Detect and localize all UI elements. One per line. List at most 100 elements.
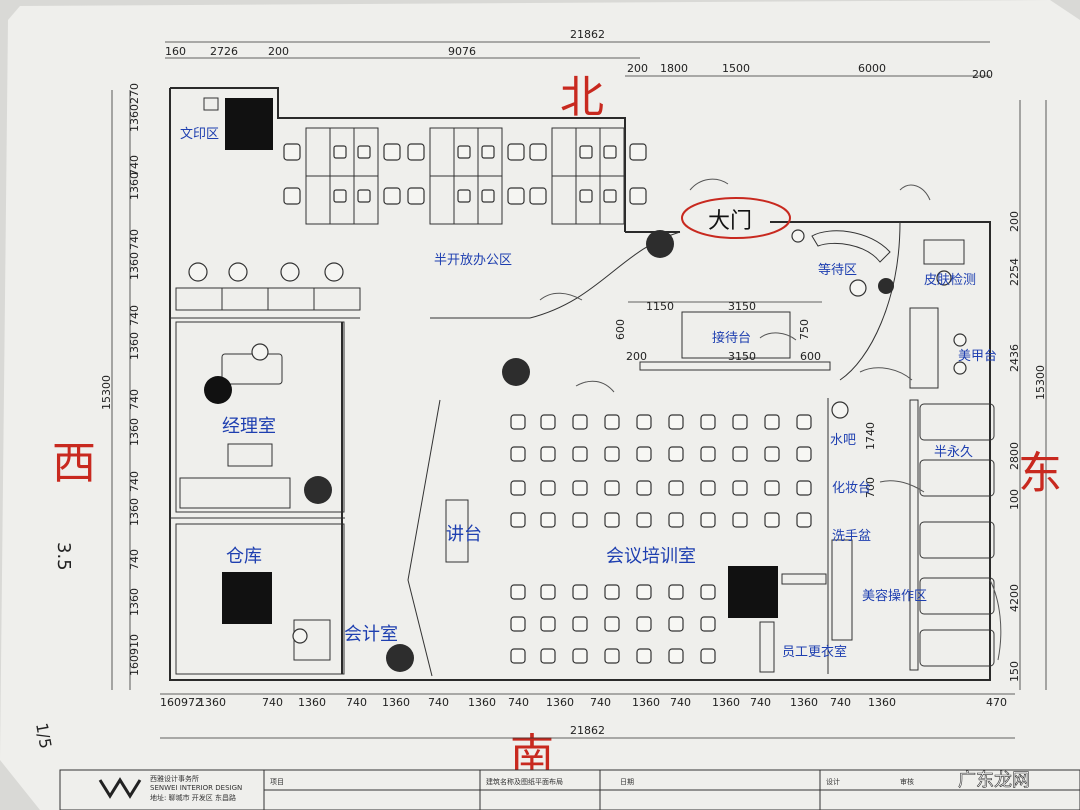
meeting-seat: [732, 414, 748, 430]
label-print-area: 文印区: [180, 127, 219, 142]
office-chair: [603, 189, 617, 203]
meeting-seat: [604, 648, 620, 664]
label-manager-office: 经理室: [222, 416, 276, 437]
meeting-seat: [764, 446, 780, 462]
meeting-seat: [636, 648, 652, 664]
meeting-seat: [796, 480, 812, 496]
beauty-bed: [919, 629, 995, 667]
reception-dim-bottom-3: 600: [800, 350, 821, 363]
locker-lines: [759, 539, 853, 673]
bottom-dim: 1360: [632, 696, 660, 709]
meeting-seat: [636, 584, 652, 600]
office-chair: [507, 143, 525, 161]
meeting-seat: [668, 414, 684, 430]
left-dim: 1360: [128, 104, 141, 132]
reception-dim-bottom-2: 3150: [728, 350, 756, 363]
beauty-beds: [919, 403, 995, 667]
meeting-seat: [668, 446, 684, 462]
office-chair: [529, 143, 547, 161]
nail-table: [953, 333, 967, 375]
meeting-seat: [510, 616, 526, 632]
bottom-total-dim: 21862: [570, 724, 605, 737]
right-dim-5: 100: [1008, 489, 1021, 510]
meeting-seat: [572, 512, 588, 528]
meeting-seat: [700, 446, 716, 462]
plant-reception: [502, 358, 530, 386]
meeting-seat: [604, 616, 620, 632]
meeting-seat: [540, 616, 556, 632]
meeting-seat: [668, 512, 684, 528]
label-water-bar: 水吧: [830, 433, 856, 448]
office-chair: [357, 189, 371, 203]
meeting-seat: [636, 616, 652, 632]
reception-dim-left: 600: [614, 319, 627, 340]
firm-name-cn: 西雅设计事务所: [150, 774, 199, 783]
direction-east: 东: [1018, 448, 1062, 499]
bottom-dim: 740: [346, 696, 367, 709]
meeting-seat: [668, 648, 684, 664]
meeting-seat: [604, 446, 620, 462]
water-bar-dim: 1740: [864, 422, 877, 450]
reception-desk: 1150 3150 200 3150 600 600 750: [614, 300, 831, 371]
right-dim-7: 150: [1008, 661, 1021, 682]
bottom-dim: 740: [670, 696, 691, 709]
top-dim-2: 2726: [210, 45, 238, 58]
title-cell-project: 项目: [270, 778, 284, 786]
office-chair: [507, 187, 525, 205]
meeting-seat: [540, 648, 556, 664]
office-chair: [357, 145, 371, 159]
meeting-seat: [510, 446, 526, 462]
beauty-bed: [919, 521, 995, 559]
bottom-dim: 740: [590, 696, 611, 709]
meeting-seat: [732, 480, 748, 496]
top-dim-4: 9076: [448, 45, 476, 58]
left-total-dim: 15300: [100, 375, 113, 410]
meeting-seat: [700, 616, 716, 632]
label-meeting-room: 会议培训室: [606, 546, 696, 567]
water-bar: 1740 700: [831, 401, 877, 498]
meeting-seat: [636, 414, 652, 430]
meeting-seat: [700, 480, 716, 496]
right-dim-4: 2800: [1008, 442, 1021, 470]
office-chair: [407, 187, 425, 205]
left-dim: 270: [128, 83, 141, 104]
top-total-dim: 21862: [570, 28, 605, 41]
office-chair: [629, 187, 647, 205]
meeting-seat: [572, 414, 588, 430]
meeting-seat: [732, 446, 748, 462]
right-dim-1: 200: [1008, 211, 1021, 232]
meeting-seat: [796, 414, 812, 430]
label-locker-room: 员工更衣室: [782, 644, 847, 660]
office-chair: [333, 145, 347, 159]
top-dim-9: 200: [972, 68, 993, 81]
left-dim: 740: [128, 471, 141, 492]
title-cell-drawing: 建筑名称及图纸平面布局: [486, 777, 563, 786]
meeting-seat: [540, 446, 556, 462]
print-area-cabinet: [203, 97, 219, 111]
firm-name-en: SENWEI INTERIOR DESIGN: [150, 784, 242, 792]
left-dim: 740: [128, 229, 141, 250]
bottom-dim: 1360: [468, 696, 496, 709]
bottom-dim: 740: [750, 696, 771, 709]
makeup-dim: 700: [864, 477, 877, 498]
label-platform: 讲台: [446, 524, 482, 545]
office-chair: [383, 143, 401, 161]
reception-dim-top-2: 3150: [728, 300, 756, 313]
meeting-seat: [764, 414, 780, 430]
meeting-seat: [764, 480, 780, 496]
title-block: 西雅设计事务所 SENWEI INTERIOR DESIGN 地址: 聊城市 开…: [59, 769, 1080, 810]
meeting-seat: [668, 616, 684, 632]
reception-dim-bottom-1: 200: [626, 350, 647, 363]
meeting-seat: [510, 584, 526, 600]
pencil-marks: [539, 178, 1002, 661]
open-office-desks: [283, 127, 647, 225]
bottom-dim: 1360: [382, 696, 410, 709]
office-chair: [481, 145, 495, 159]
bottom-dim: 1360: [546, 696, 574, 709]
left-dim: 1360: [128, 588, 141, 616]
bottom-dim: 1360: [712, 696, 740, 709]
meeting-seat: [668, 584, 684, 600]
title-cell-review: 审核: [900, 777, 914, 786]
watermark: 广东龙网: [958, 770, 1030, 791]
